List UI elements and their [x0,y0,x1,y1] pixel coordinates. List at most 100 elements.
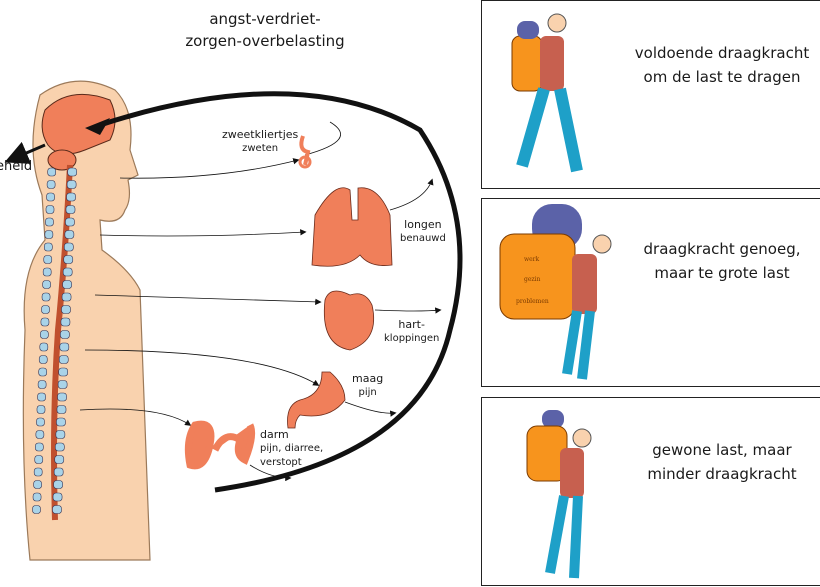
organ-name: maag [352,372,384,385]
organ-effect: zweten [242,143,279,154]
organ-effect: pijn, diarree, [260,443,324,454]
vertebra [33,467,43,477]
pack-word-problems: problemen [516,298,549,305]
panel-caption: gewone last, maar minder draagkracht [622,438,820,486]
label-intestine: darm pijn, diarree, verstopt [260,428,323,470]
vertebra [37,392,46,402]
vertebra [42,267,52,277]
vertebra [60,317,71,327]
vertebra [45,205,55,214]
vertebra [38,355,48,364]
arrow-out-icon [4,141,46,164]
hiker-heavy-load-illustration: werk gezin problemen [499,204,612,380]
cut-off-label: eheid [0,159,33,174]
caption-line: draagkracht genoeg, [643,240,801,258]
vertebra [63,255,74,264]
vertebrae [32,167,77,514]
vertebra [58,367,68,377]
vertebra [56,417,66,427]
sweat-gland-icon [299,135,311,166]
heart-icon [323,290,375,351]
organ-name: darm [260,428,289,441]
panel-caption: voldoende draagkracht om de last te drag… [622,41,820,89]
vertebra [53,467,64,477]
vertebra [44,242,53,252]
vertebra [36,417,45,427]
vertebra [40,317,50,327]
vertebra [43,255,53,264]
vertebra [37,380,47,389]
vertebra [64,242,74,252]
feedback-arc [99,91,463,493]
caption-line: voldoende draagkracht [634,44,810,62]
vertebra [38,367,47,377]
vertebra [57,380,68,389]
vertebra [55,442,65,452]
vertebra [47,167,56,177]
vertebra [53,480,63,489]
vertebra [64,230,75,239]
lungs-icon [311,187,393,267]
organ-effect: kloppingen [384,333,440,344]
label-heart: hart- kloppingen [384,318,439,346]
vertebra [46,192,55,202]
vertebra [32,492,42,502]
stomach-icon [287,371,346,429]
vertebra [46,180,56,189]
vertebra [35,430,45,439]
vertebra [61,305,71,314]
title-line-1: angst-verdriet- [209,10,321,28]
panel-too-heavy-load: werk gezin problemen draagkracht genoeg,… [481,198,820,387]
vertebra [52,505,62,514]
label-stomach: maag pijn [352,372,383,400]
title-line-2: zorgen-overbelasting [185,32,345,50]
vertebra [41,305,50,314]
caption-line: om de last te dragen [643,68,801,86]
organ-name: longen [404,218,442,231]
vertebra [55,430,66,439]
organ-effect: verstopt [260,457,302,468]
vertebra [39,342,49,352]
vertebra [59,342,70,352]
diagram-title: angst-verdriet- zorgen-overbelasting [150,8,380,52]
vertebra [58,355,69,364]
vertebra [44,230,54,239]
organ-effect: benauwd [400,233,446,244]
vertebra [66,180,77,189]
vertebra [66,192,76,202]
organ-name: zweetkliertjes [222,128,299,141]
panel-reduced-capacity: gewone last, maar minder draagkracht [481,397,820,586]
hiker-tired-illustration [526,410,592,579]
vertebra [35,442,44,452]
arrow-to-brain-icon [85,118,110,135]
vertebra [60,330,70,339]
panel-sufficient-capacity: voldoende draagkracht om de last te drag… [481,0,820,189]
hiker-light-load-illustration [511,13,583,173]
vertebra [61,292,72,302]
vertebra [42,280,51,289]
vertebra [62,267,73,277]
organ-effect: pijn [358,387,377,398]
vertebra [32,505,41,514]
label-lungs: longen benauwd [400,218,446,246]
vertebra [40,330,49,339]
vertebra [65,217,75,227]
vertebra [41,292,51,302]
pack-word-family: gezin [524,276,540,283]
vertebra [65,205,76,214]
label-sweat-glands: zweetkliertjes zweten [222,128,298,156]
vertebra [62,280,72,289]
vertebra [52,492,63,502]
brain [41,93,116,155]
panel-caption: draagkracht genoeg, maar te grote last [622,237,820,285]
intestine-icon [184,420,256,470]
vertebra [56,405,67,414]
vertebra [36,405,46,414]
vertebra [34,455,44,464]
vertebra [33,480,42,489]
body-illustration [4,80,463,561]
vertebra [57,392,67,402]
vertebra [54,455,65,464]
pack-word-work: werk [524,256,540,263]
caption-line: minder draagkracht [647,465,797,483]
